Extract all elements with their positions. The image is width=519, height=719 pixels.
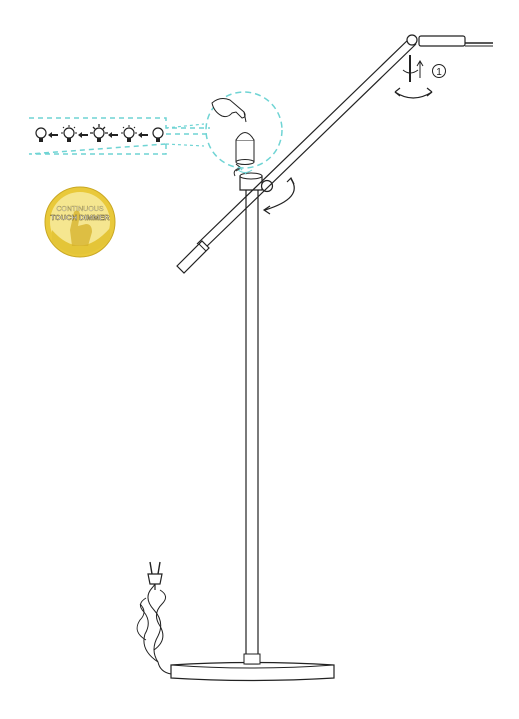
badge-line2: TOUCH DIMMER xyxy=(50,213,110,222)
arrow-left-icon xyxy=(78,132,88,138)
arrow-left-icon xyxy=(108,132,118,138)
pole-swivel-indicator xyxy=(233,163,242,177)
rotation-number: 1 xyxy=(436,67,442,78)
bulb-icon xyxy=(152,127,164,142)
arrow-left-icon xyxy=(138,132,148,138)
head-rotate-indicator xyxy=(402,55,424,82)
dimmer-sequence-box xyxy=(28,117,210,155)
plug-icon xyxy=(147,561,163,590)
rotate-arrow-icon xyxy=(394,87,433,99)
badge-line1: CONTINUOUS xyxy=(56,206,103,213)
lamp-base xyxy=(170,661,335,682)
pole-joint xyxy=(239,172,274,193)
touch-detail-callout xyxy=(205,91,283,177)
power-cord xyxy=(136,573,172,675)
lamp-arm xyxy=(196,34,418,251)
bulb-icon xyxy=(121,125,137,142)
touch-dimmer-badge: CONTINUOUS TOUCH DIMMER xyxy=(44,186,116,258)
hand-touch-icon xyxy=(211,98,247,123)
bulb-icon xyxy=(61,125,77,142)
lamp-pole xyxy=(243,187,261,665)
bulb-icon xyxy=(35,127,47,142)
counterweight xyxy=(176,240,210,274)
arrow-left-icon xyxy=(48,132,58,138)
bulb-icon xyxy=(90,124,108,142)
lamp-head xyxy=(418,35,493,47)
rotate-arrow-icon xyxy=(262,176,295,215)
rotation-number-marker: 1 xyxy=(432,64,446,78)
